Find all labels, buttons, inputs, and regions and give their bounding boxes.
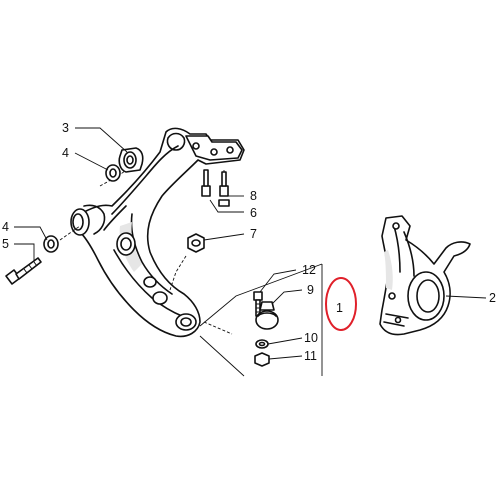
leader-lines	[14, 127, 487, 360]
front-bolt	[5, 257, 42, 285]
callout-7: 7	[250, 227, 257, 241]
steering-knuckle	[379, 215, 471, 336]
callout-11: 11	[304, 349, 317, 363]
control-arm	[59, 127, 245, 338]
ball-joint-detail	[199, 263, 323, 377]
callout-1: 1	[336, 301, 343, 315]
callout-6: 6	[250, 206, 257, 220]
rear-bushing	[118, 147, 144, 173]
callout-3: 3	[62, 121, 69, 135]
callout-10: 10	[304, 331, 318, 345]
washer-upper	[105, 164, 121, 182]
callout-5: 5	[2, 237, 9, 251]
bracket-bolts	[201, 169, 230, 207]
highlight-ellipse	[325, 277, 357, 331]
washer-lower	[43, 235, 59, 253]
self-locking-nut	[187, 233, 205, 253]
callout-4-upper: 4	[62, 146, 69, 160]
callout-12: 12	[302, 263, 316, 277]
callout-9: 9	[307, 283, 314, 297]
callout-8: 8	[250, 189, 257, 203]
callout-2: 2	[489, 291, 496, 305]
callout-4-lower: 4	[2, 220, 9, 234]
